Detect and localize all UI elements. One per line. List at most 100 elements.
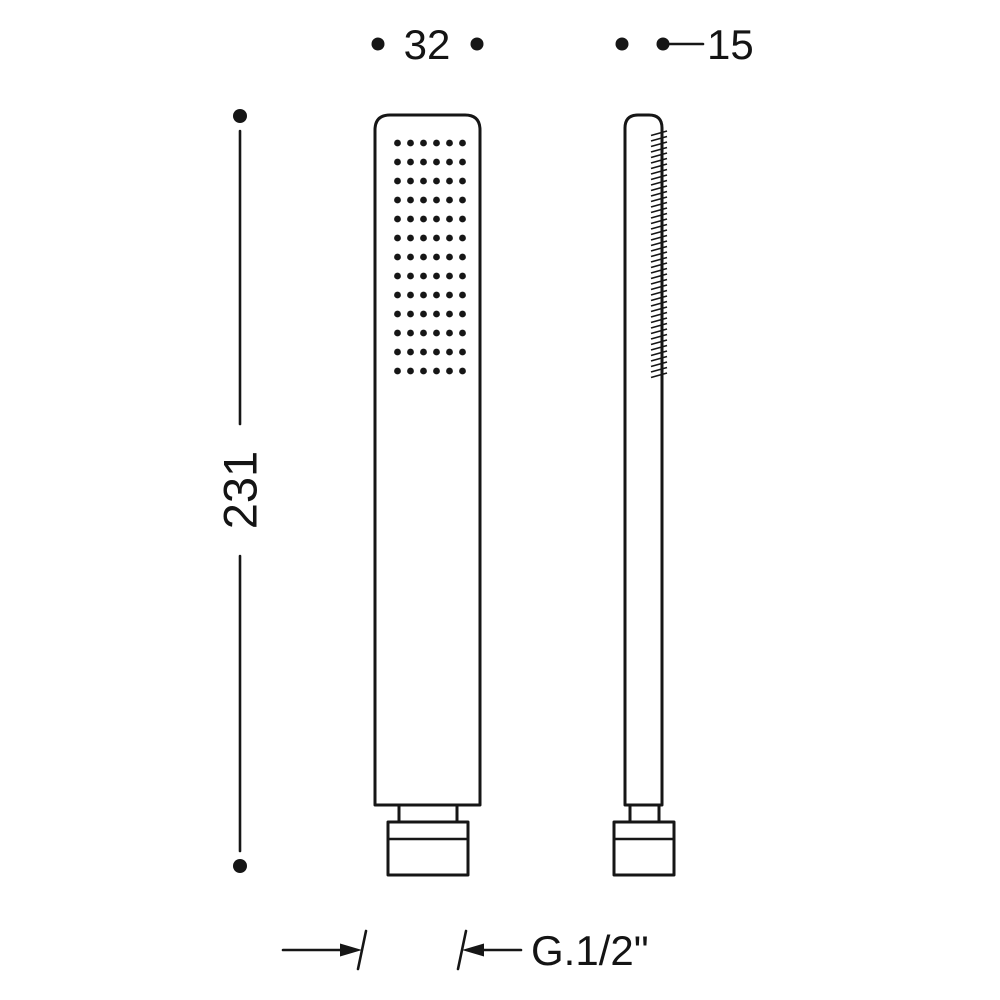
nozzle-dot xyxy=(394,177,401,185)
nozzle-dot xyxy=(394,291,401,299)
side-view xyxy=(612,113,676,877)
nozzle-dot xyxy=(446,291,453,299)
hatch-line xyxy=(650,256,668,263)
front-view-neck xyxy=(397,803,459,824)
nozzle-dot xyxy=(459,158,466,166)
nozzle-dot xyxy=(459,253,466,261)
hatch-line xyxy=(650,174,668,181)
hatch-line xyxy=(650,306,668,313)
nozzle-dot xyxy=(446,310,453,318)
nozzle-dot xyxy=(407,139,414,147)
nozzle-dot xyxy=(433,139,440,147)
nozzle-dot xyxy=(420,348,427,356)
nozzle-dot xyxy=(459,272,466,280)
nozzle-dot xyxy=(420,291,427,299)
hatch-line xyxy=(650,344,668,351)
front-view-body xyxy=(373,113,482,807)
nozzle-dot xyxy=(459,177,466,185)
depth-dimension: 15 xyxy=(615,21,754,68)
nozzle-dot xyxy=(394,329,401,337)
side-view-neck xyxy=(628,803,661,824)
nozzle-dot xyxy=(433,348,440,356)
nozzle-dot xyxy=(420,253,427,261)
front-view-connector-nut xyxy=(386,820,470,877)
hatch-line xyxy=(650,366,668,373)
hatch-line xyxy=(650,322,668,329)
nozzle-dot xyxy=(420,215,427,223)
nozzle-dot xyxy=(394,367,401,375)
hatch-line xyxy=(650,179,668,186)
nozzle-grid xyxy=(394,139,466,375)
nozzle-dot xyxy=(420,158,427,166)
nozzle-dot xyxy=(394,234,401,242)
hatch-line xyxy=(650,311,668,318)
nozzle-dot xyxy=(394,196,401,204)
nozzle-dot xyxy=(446,348,453,356)
spray-face-hatch xyxy=(650,130,668,379)
nozzle-dot xyxy=(433,253,440,261)
nozzle-dot xyxy=(446,234,453,242)
hatch-line xyxy=(650,223,668,230)
thread-dim-arrow-right-pointing xyxy=(340,943,362,957)
nozzle-dot xyxy=(433,310,440,318)
depth-dim-dot-left xyxy=(615,37,629,51)
nozzle-dot xyxy=(433,329,440,337)
nozzle-dot xyxy=(394,310,401,318)
hatch-line xyxy=(650,267,668,274)
nozzle-dot xyxy=(459,215,466,223)
hatch-line xyxy=(650,355,668,362)
width-dim-dot-left xyxy=(371,37,385,51)
height-dim-label: 231 xyxy=(214,451,267,529)
width-dimension: 32 xyxy=(371,21,484,68)
hatch-line xyxy=(650,135,668,142)
nozzle-dot xyxy=(420,234,427,242)
nozzle-dot xyxy=(459,329,466,337)
nozzle-dot xyxy=(446,329,453,337)
nozzle-dot xyxy=(407,196,414,204)
nozzle-dot xyxy=(420,196,427,204)
nozzle-dot xyxy=(420,272,427,280)
hatch-line xyxy=(650,146,668,153)
hatch-line xyxy=(650,152,668,159)
nozzle-dot xyxy=(420,329,427,337)
nozzle-dot xyxy=(394,215,401,223)
nozzle-dot xyxy=(407,291,414,299)
hatch-line xyxy=(650,300,668,307)
nozzle-dot xyxy=(433,158,440,166)
nozzle-dot xyxy=(433,234,440,242)
hatch-line xyxy=(650,251,668,258)
depth-dim-label: 15 xyxy=(707,21,754,68)
hatch-line xyxy=(650,333,668,340)
thread-dim-tick-left xyxy=(356,929,368,971)
nozzle-dot xyxy=(433,177,440,185)
nozzle-dot xyxy=(459,291,466,299)
thread-dim-label: G.1/2" xyxy=(531,927,649,974)
hatch-line xyxy=(650,163,668,170)
hatch-line xyxy=(650,157,668,164)
hatch-line xyxy=(650,141,668,148)
hatch-line xyxy=(650,372,668,379)
width-dim-label: 32 xyxy=(404,21,451,68)
nozzle-dot xyxy=(407,215,414,223)
hatch-line xyxy=(650,234,668,241)
nozzle-dot xyxy=(446,367,453,375)
hatch-line xyxy=(650,350,668,357)
nozzle-dot xyxy=(446,139,453,147)
nozzle-dot xyxy=(420,367,427,375)
nozzle-dot xyxy=(407,177,414,185)
height-dim-dot-top xyxy=(233,109,247,123)
nozzle-dot xyxy=(459,234,466,242)
nozzle-dot xyxy=(446,158,453,166)
height-dimension: 231 xyxy=(214,109,267,873)
hatch-line xyxy=(650,168,668,175)
hatch-line xyxy=(650,240,668,247)
hatch-line xyxy=(650,328,668,335)
hatch-line xyxy=(650,295,668,302)
hatch-line xyxy=(650,229,668,236)
side-view-body xyxy=(623,113,664,807)
nozzle-dot xyxy=(394,348,401,356)
side-view-connector-nut xyxy=(612,820,676,877)
hatch-line xyxy=(650,317,668,324)
